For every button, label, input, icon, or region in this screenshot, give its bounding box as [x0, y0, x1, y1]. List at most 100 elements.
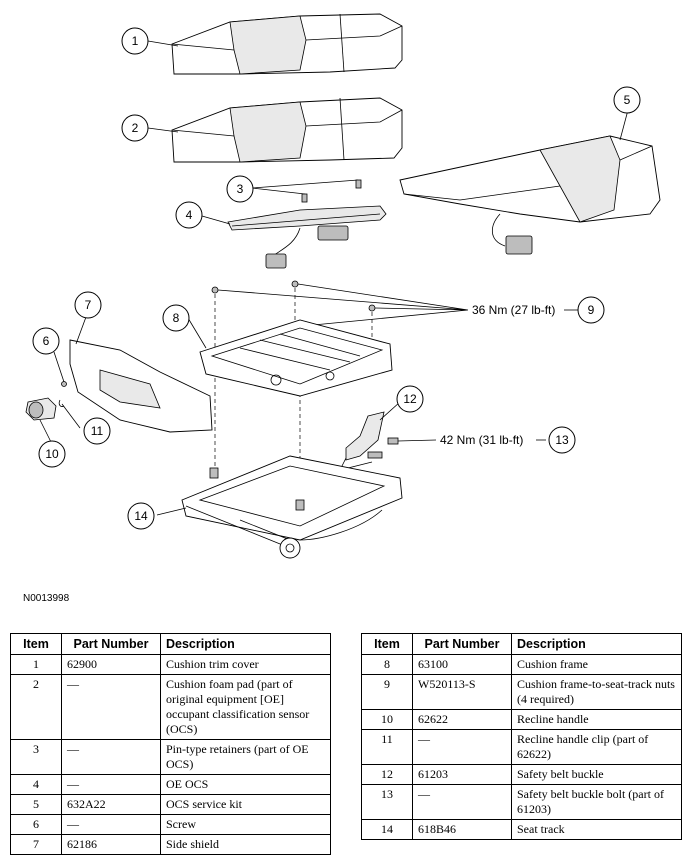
- description-cell: Safety belt buckle: [511, 764, 682, 785]
- nuts-leader-lines: [211, 280, 469, 500]
- table-row: 4—OE OCS: [10, 774, 331, 795]
- description-cell: Cushion frame: [511, 654, 682, 675]
- item-cell: 4: [10, 774, 62, 795]
- side-shield-drawing: [69, 339, 213, 433]
- part-number-cell: —: [61, 814, 161, 835]
- callout-2: 2: [121, 114, 149, 142]
- cushion-foam-pad-drawing: [171, 97, 403, 163]
- description-cell: Recline handle clip (part of 62622): [511, 729, 682, 765]
- callout-9: 9: [577, 296, 605, 324]
- item-cell: 12: [361, 764, 413, 785]
- screw-and-clip-drawing: [58, 381, 67, 407]
- table-header-row: Item Part Number Description: [10, 633, 331, 655]
- item-cell: 8: [361, 654, 413, 675]
- nuts-torque-label: 36 Nm (27 lb-ft): [472, 303, 555, 317]
- callout-2-label: 2: [132, 121, 139, 135]
- callout-7-label: 7: [85, 298, 92, 312]
- description-cell: Pin-type retainers (part of OE OCS): [160, 739, 331, 775]
- header-description: Description: [511, 633, 682, 655]
- callout-8-label: 8: [173, 311, 180, 325]
- callout-9-label: 9: [588, 303, 595, 317]
- description-cell: Cushion trim cover: [160, 654, 331, 675]
- header-item: Item: [10, 633, 62, 655]
- part-number-cell: 62622: [412, 709, 512, 730]
- part-number-cell: 618B46: [412, 819, 512, 840]
- callout-14: 14: [127, 502, 155, 530]
- ocs-service-kit-drawing: [399, 135, 661, 255]
- callout-13: 13: [548, 426, 576, 454]
- callout-3: 3: [226, 175, 254, 203]
- item-cell: 11: [361, 729, 413, 765]
- description-cell: Cushion frame-to-seat-track nuts (4 requ…: [511, 674, 682, 710]
- callout-10: 10: [38, 440, 66, 468]
- item-cell: 2: [10, 674, 62, 740]
- callout-12: 12: [396, 385, 424, 413]
- header-part-number: Part Number: [412, 633, 512, 655]
- part-number-cell: 63100: [412, 654, 512, 675]
- callout-6-label: 6: [43, 334, 50, 348]
- item-cell: 9: [361, 674, 413, 710]
- exploded-seat-diagram: 1 2 3 4 5 6 7 8 9 10 11 12: [25, 13, 661, 559]
- description-cell: OE OCS: [160, 774, 331, 795]
- part-number-cell: 61203: [412, 764, 512, 785]
- description-cell: OCS service kit: [160, 794, 331, 815]
- header-part-number: Part Number: [61, 633, 161, 655]
- item-cell: 3: [10, 739, 62, 775]
- header-item: Item: [361, 633, 413, 655]
- recline-handle-drawing: [25, 397, 57, 421]
- description-cell: Seat track: [511, 819, 682, 840]
- cushion-trim-cover-drawing: [171, 13, 403, 75]
- part-number-cell: —: [61, 739, 161, 775]
- part-number-cell: —: [412, 784, 512, 820]
- callout-6: 6: [32, 327, 60, 355]
- part-number-cell: —: [61, 674, 161, 740]
- callout-14-label: 14: [134, 509, 148, 523]
- item-cell: 5: [10, 794, 62, 815]
- oe-ocs-drawing: [227, 205, 387, 269]
- cushion-frame-drawing: [199, 319, 393, 397]
- callout-4: 4: [175, 201, 203, 229]
- description-cell: Screw: [160, 814, 331, 835]
- description-cell: Cushion foam pad (part of original equip…: [160, 674, 331, 740]
- callout-4-label: 4: [186, 208, 193, 222]
- table-row: 13—Safety belt buckle bolt (part of 6120…: [361, 784, 682, 820]
- table-row: 11—Recline handle clip (part of 62622): [361, 729, 682, 765]
- table-header-row: Item Part Number Description: [361, 633, 682, 655]
- callout-12-label: 12: [403, 392, 417, 406]
- callout-10-label: 10: [45, 447, 59, 461]
- callout-1-label: 1: [132, 34, 139, 48]
- part-number-cell: 632A22: [61, 794, 161, 815]
- part-number-cell: —: [61, 774, 161, 795]
- part-number-cell: —: [412, 729, 512, 765]
- safety-belt-buckle-drawing: [339, 411, 385, 471]
- buckle-bolt-drawing: [367, 437, 437, 459]
- item-cell: 14: [361, 819, 413, 840]
- description-cell: Safety belt buckle bolt (part of 61203): [511, 784, 682, 820]
- item-cell: 13: [361, 784, 413, 820]
- item-cell: 1: [10, 654, 62, 675]
- header-description: Description: [160, 633, 331, 655]
- item-cell: 7: [10, 834, 62, 855]
- table-row: 2—Cushion foam pad (part of original equ…: [10, 674, 331, 740]
- description-cell: Side shield: [160, 834, 331, 855]
- part-number-cell: 62900: [61, 654, 161, 675]
- pin-retainers-drawing: [251, 179, 362, 203]
- callout-3-label: 3: [237, 182, 244, 196]
- seat-track-drawing: [181, 455, 403, 559]
- item-cell: 10: [361, 709, 413, 730]
- callout-5: 5: [613, 86, 641, 114]
- table-row: 3—Pin-type retainers (part of OE OCS): [10, 739, 331, 775]
- callout-13-label: 13: [555, 433, 569, 447]
- table-row: 6—Screw: [10, 814, 331, 835]
